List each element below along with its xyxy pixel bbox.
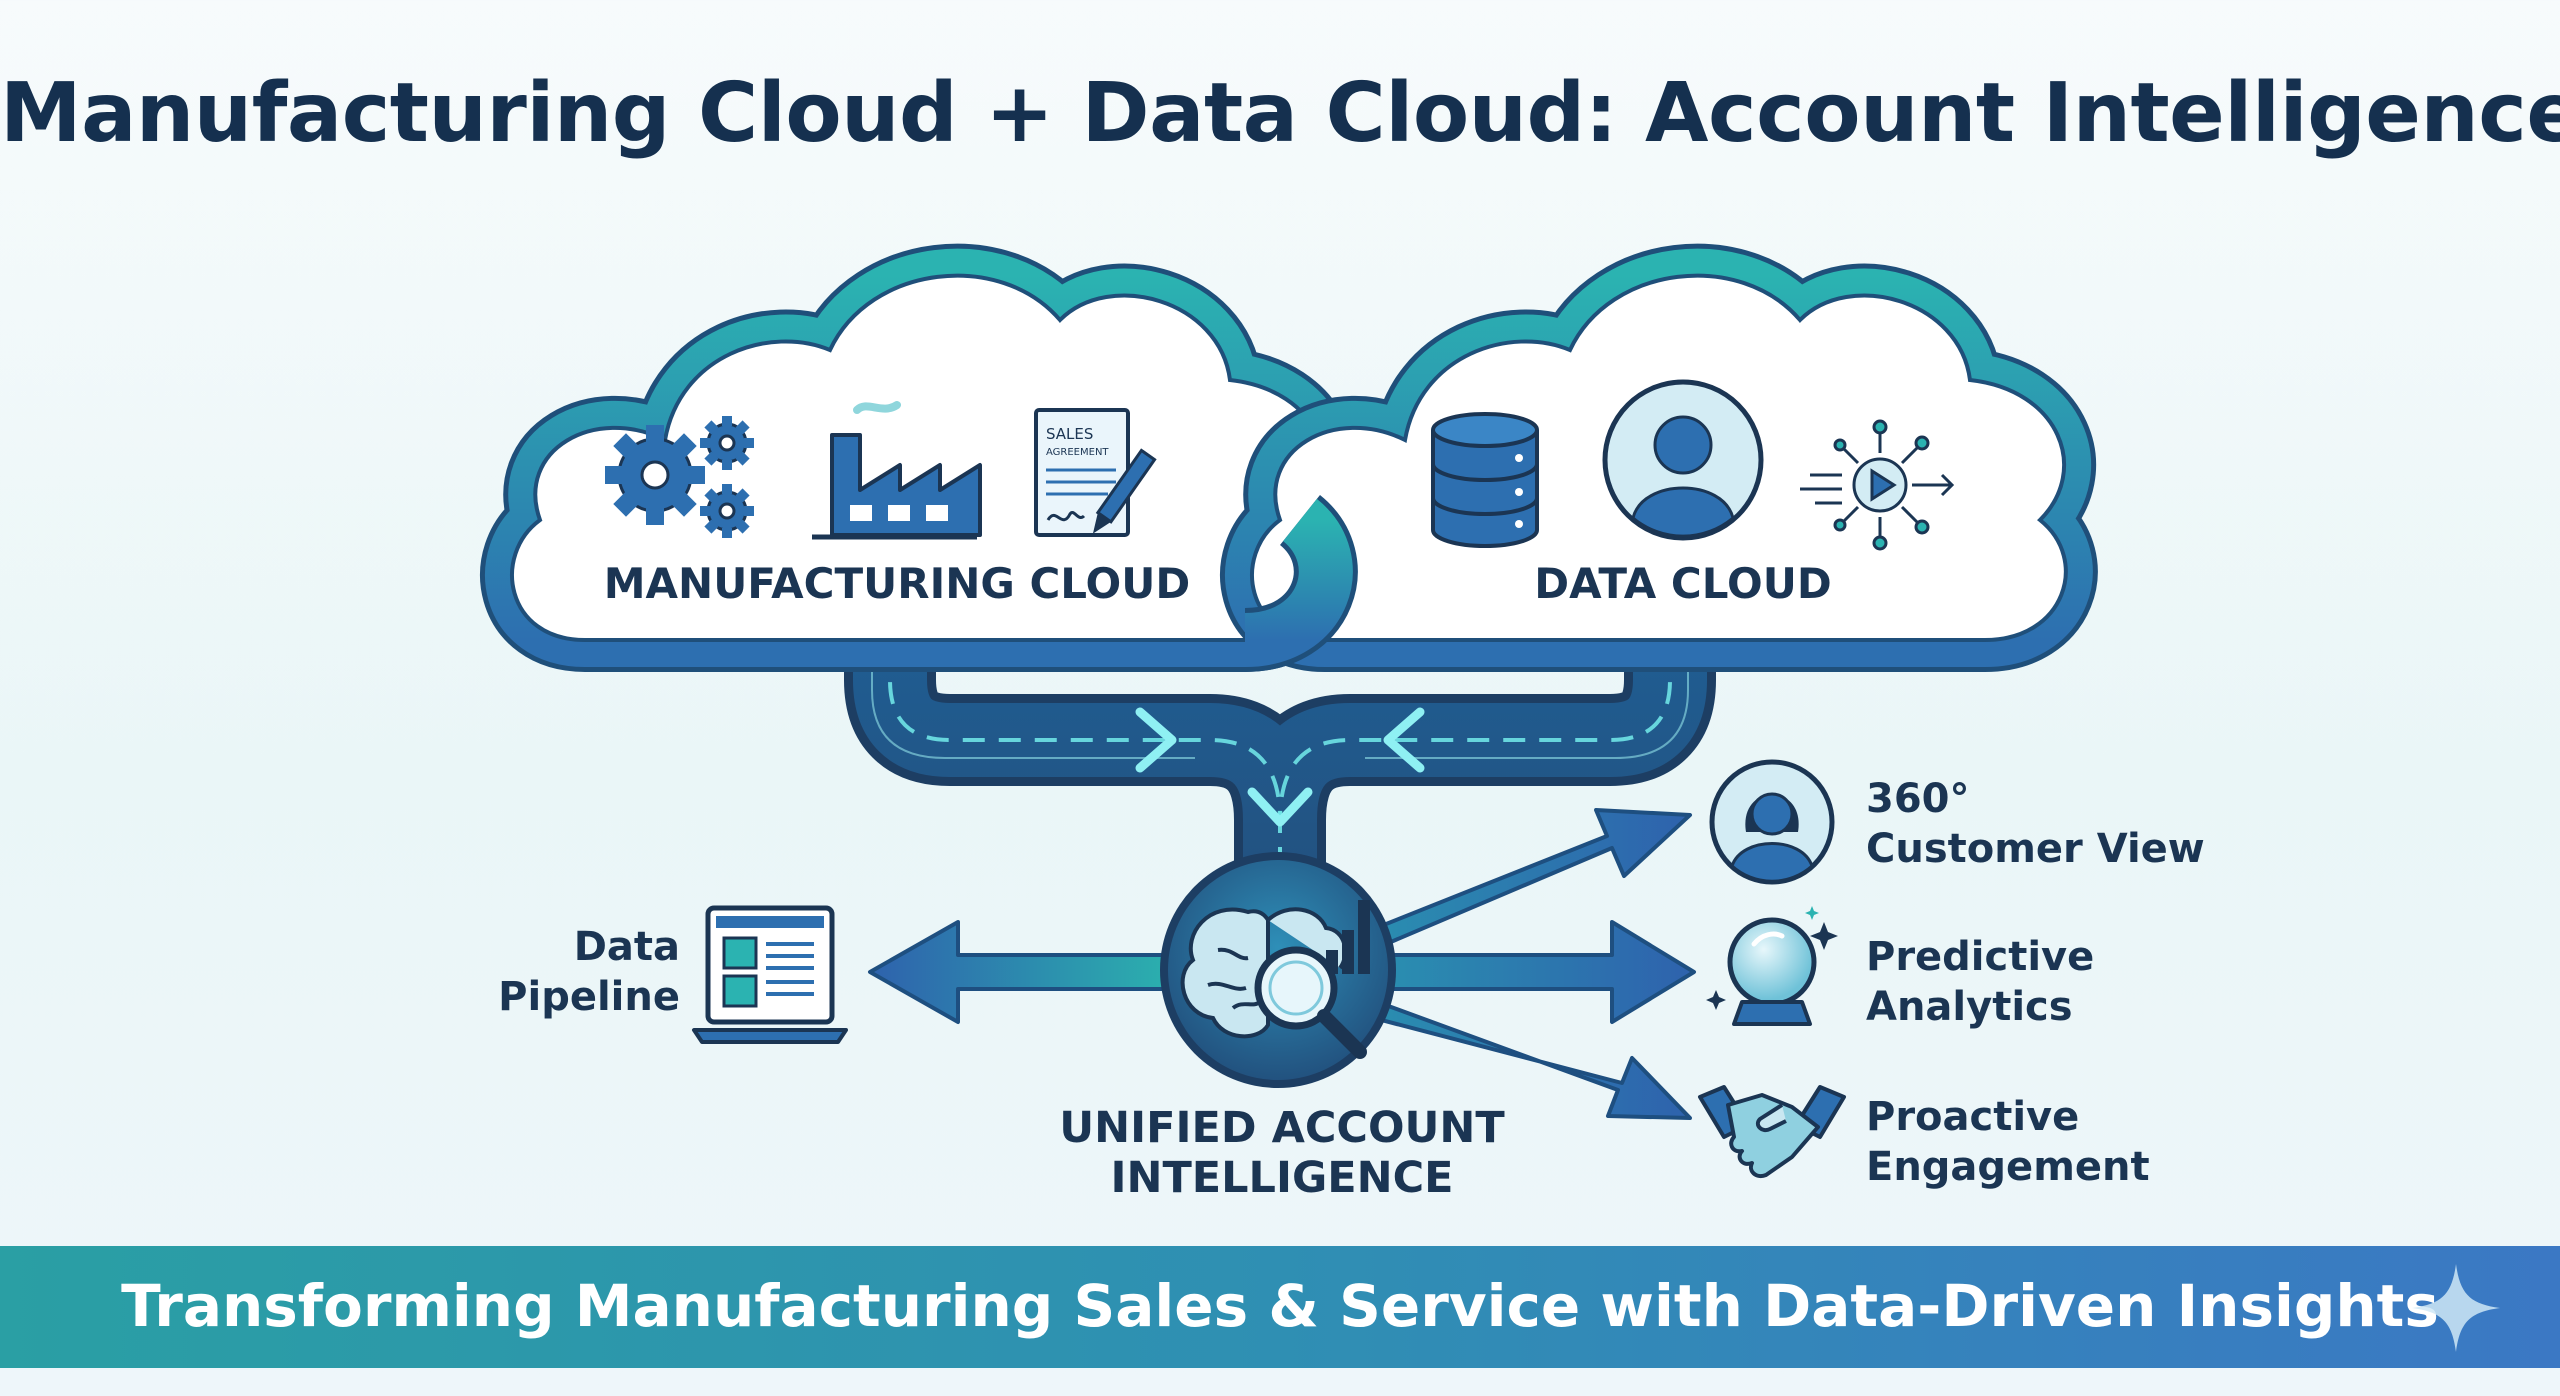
document-title-line1: SALES xyxy=(1046,425,1093,443)
arrow-to-predictive-analytics xyxy=(1378,920,1696,1024)
manufacturing-cloud-label: MANUFACTURING CLOUD xyxy=(604,559,1190,608)
data-flow-pipes xyxy=(844,600,1716,900)
document-title-line2: AGREEMENT xyxy=(1046,447,1109,458)
cloud-interlock xyxy=(1243,495,1358,672)
database-icon xyxy=(1431,412,1539,548)
data-signal-icon xyxy=(1800,419,1955,551)
customer-view-label-line1: 360° xyxy=(1866,776,1970,822)
crystal-ball-icon xyxy=(1706,906,1838,1026)
banner-text: Transforming Manufacturing Sales & Servi… xyxy=(121,1272,2439,1340)
hub-label-line2: INTELLIGENCE xyxy=(1110,1153,1453,1203)
arrow-to-customer-view xyxy=(1364,808,1692,952)
laptop-dashboard-icon xyxy=(692,905,848,1044)
predictive-analytics-label-line1: Predictive xyxy=(1866,934,2094,980)
data-pipeline-label-line2: Pipeline xyxy=(498,974,680,1020)
arrow-to-proactive-engagement xyxy=(1364,998,1692,1120)
page-title: Manufacturing Cloud + Data Cloud: Accoun… xyxy=(0,66,2560,161)
sparkle-icon xyxy=(2412,1264,2500,1352)
person-avatar-icon xyxy=(1602,379,1764,541)
customer-view-label-line2: Customer View xyxy=(1866,826,2205,872)
sales-agreement-icon: SALES AGREEMENT xyxy=(1034,408,1157,537)
hub-label-line1: UNIFIED ACCOUNT xyxy=(1059,1103,1505,1153)
predictive-analytics-label-line2: Analytics xyxy=(1866,984,2073,1030)
customer-avatar-icon xyxy=(1709,759,1835,885)
handshake-icon xyxy=(1698,1085,1846,1178)
factory-icon xyxy=(812,401,982,540)
brain-analytics-icon xyxy=(1160,852,1396,1088)
data-cloud-label: DATA CLOUD xyxy=(1534,559,1831,608)
arrow-to-data-pipeline xyxy=(868,920,1172,1024)
proactive-engagement-label-line1: Proactive xyxy=(1866,1094,2079,1140)
proactive-engagement-label-line2: Engagement xyxy=(1866,1144,2150,1190)
data-pipeline-label-line1: Data xyxy=(574,924,680,970)
footer-banner: Transforming Manufacturing Sales & Servi… xyxy=(0,1246,2560,1368)
